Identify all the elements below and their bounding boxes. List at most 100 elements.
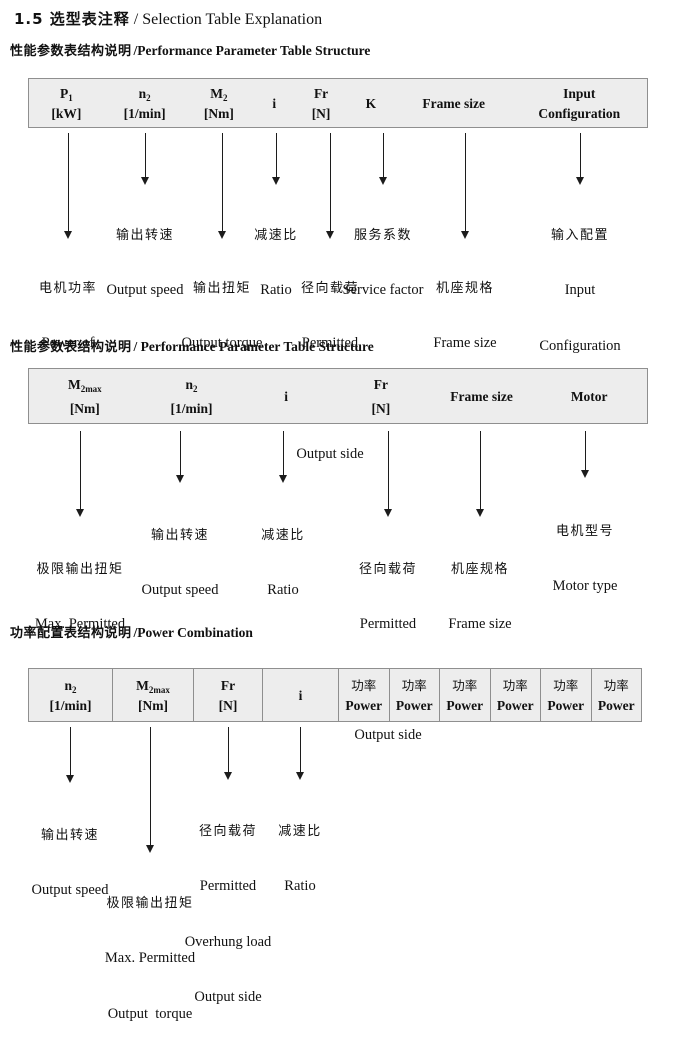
col-unit: [kW] [51, 105, 82, 121]
page-title-en: / Selection Table Explanation [133, 11, 323, 28]
col-symbol: Frame size [422, 95, 485, 111]
callout-frame-size: 机座规格 Frame size [433, 281, 497, 351]
col-unit: [N] [371, 400, 391, 416]
callout-input-configuration: 输入配置 Input Configuration [539, 228, 621, 354]
section2-heading-en: / Performance Parameter Table Structure [133, 339, 374, 354]
col-unit: Configuration [538, 105, 621, 121]
col-power-6: 功率 Power [597, 677, 635, 713]
col-fr: Fr [N] [194, 669, 263, 721]
col-unit: [N] [218, 697, 238, 713]
col-symbol: P1 [60, 85, 73, 103]
down-arrow-motor [581, 431, 589, 478]
col-power-1: 功率 Power [339, 669, 390, 721]
col-input-configuration: Input Configuration [511, 79, 647, 127]
col-m2max: M2max [Nm] [29, 369, 141, 423]
callout-service-factor: 服务系数 Service factor [342, 228, 424, 298]
col-frame-size: Frame size [396, 79, 512, 127]
col-symbol: K [365, 95, 377, 111]
down-arrow-m2max [76, 431, 84, 517]
col-m2: M2 [Nm] [186, 79, 253, 127]
section1-heading-cn: 性能参数表结构说明 [10, 44, 132, 59]
col-symbol: M2max [136, 677, 170, 695]
col-motor: Motor [531, 369, 647, 423]
col-symbol: n2 [185, 376, 198, 394]
col-n2: n2 [1/min] [141, 369, 243, 423]
col-symbol: Motor [570, 388, 608, 404]
col-fr: Fr [N] [296, 79, 346, 127]
col-symbol: n2 [64, 677, 77, 695]
down-arrow-fr [326, 133, 334, 239]
callout-frame-size: 机座规格 Frame size [448, 562, 512, 632]
callout-output-speed: 输出转速 Output speed [31, 828, 109, 898]
col-i: i [263, 669, 339, 721]
section2-heading: 性能参数表结构说明/ Performance Parameter Table S… [10, 336, 374, 356]
col-symbol: i [272, 95, 277, 111]
callout-overhung-load: 径向载荷 Permitted Overhung load Output side [345, 562, 432, 743]
down-arrow-p1 [64, 133, 72, 239]
col-unit: [Nm] [203, 105, 234, 121]
callout-motor-type: 电机型号 Motor type [552, 524, 618, 594]
col-symbol: Fr [373, 376, 388, 392]
down-arrow-i [296, 727, 304, 780]
section2-heading-cn: 性能参数表结构说明 [10, 340, 132, 355]
col-symbol: Fr [313, 85, 329, 101]
col-power-2: 功率 Power [390, 669, 440, 721]
down-arrow-k [379, 133, 387, 185]
col-unit: [1/min] [170, 400, 213, 416]
down-arrow-frame-size [461, 133, 469, 239]
down-arrow-n2 [141, 133, 149, 185]
callout-overhung-load: 径向载荷 Permitted Overhung load Output side [287, 281, 374, 462]
down-arrow-fr [224, 727, 232, 780]
col-i: i [252, 79, 296, 127]
col-power-4: 功率 Power [491, 669, 541, 721]
page-title: 1.5 选型表注释/ Selection Table Explanation [14, 8, 322, 29]
callout-ratio: 减速比 Ratio [254, 228, 298, 298]
power-combination-table: n2 [1/min] M2max [Nm] Fr [N] i 功率 Power … [28, 668, 642, 722]
col-symbol: i [284, 388, 289, 404]
page-title-cn: 1.5 选型表注释 [14, 10, 130, 28]
down-arrow-n2 [66, 727, 74, 783]
section3-heading-cn: 功率配置表结构说明 [10, 626, 132, 641]
col-unit: [Nm] [69, 400, 100, 416]
down-arrow-n2 [176, 431, 184, 483]
col-fr: Fr [N] [330, 369, 432, 423]
callout-output-speed: 输出转速 Output speed [141, 528, 219, 598]
down-arrow-i [272, 133, 280, 185]
col-power-5: 功率 Power [541, 669, 592, 721]
col-symbol: Fr [220, 677, 236, 693]
callout-overhung-load: 径向载荷 Permitted Overhung load Output side [184, 824, 272, 1005]
down-arrow-i [279, 431, 287, 483]
col-symbol: M2max [67, 376, 102, 394]
col-symbol: M2 [210, 85, 228, 103]
section1-heading: 性能参数表结构说明/Performance Parameter Table St… [10, 40, 370, 60]
callout-output-torque: 输出扭矩 Output torque [181, 281, 263, 351]
col-unit: [1/min] [49, 697, 92, 713]
col-symbol: Frame size [450, 388, 513, 404]
col-n2: n2 [1/min] [104, 79, 186, 127]
col-n2: n2 [1/min] [29, 669, 113, 721]
col-k: K [346, 79, 396, 127]
callout-ratio: 减速比 Ratio [261, 528, 305, 598]
down-arrow-m2max [146, 727, 154, 853]
down-arrow-fr [384, 431, 392, 517]
down-arrow-frame-size [476, 431, 484, 517]
col-power-3: 功率 Power [440, 669, 491, 721]
callout-max-output-torque: 极限输出扭矩 Max. Permitted Output torque [104, 896, 196, 1022]
col-unit: [N] [311, 105, 331, 121]
col-p1: P1 [kW] [29, 79, 104, 127]
col-symbol: n2 [138, 85, 151, 103]
col-i: i [242, 369, 330, 423]
col-symbol: Input [563, 85, 596, 101]
callout-ratio: 减速比 Ratio [278, 824, 322, 894]
performance-table-1: P1 [kW] n2 [1/min] M2 [Nm] i Fr [N] K Fr… [28, 78, 648, 128]
section3-heading-en: /Power Combination [133, 625, 253, 640]
section1-heading-en: /Performance Parameter Table Structure [133, 43, 371, 58]
col-frame-size: Frame size [432, 369, 532, 423]
col-unit: [Nm] [138, 697, 168, 713]
col-symbol: i [298, 687, 303, 703]
col-m2max: M2max [Nm] [113, 669, 194, 721]
performance-table-2: M2max [Nm] n2 [1/min] i Fr [N] Frame siz… [28, 368, 648, 424]
callout-output-speed: 输出转速 Output speed [106, 228, 184, 298]
section3-heading: 功率配置表结构说明/Power Combination [10, 622, 253, 642]
col-unit: [1/min] [123, 105, 166, 121]
